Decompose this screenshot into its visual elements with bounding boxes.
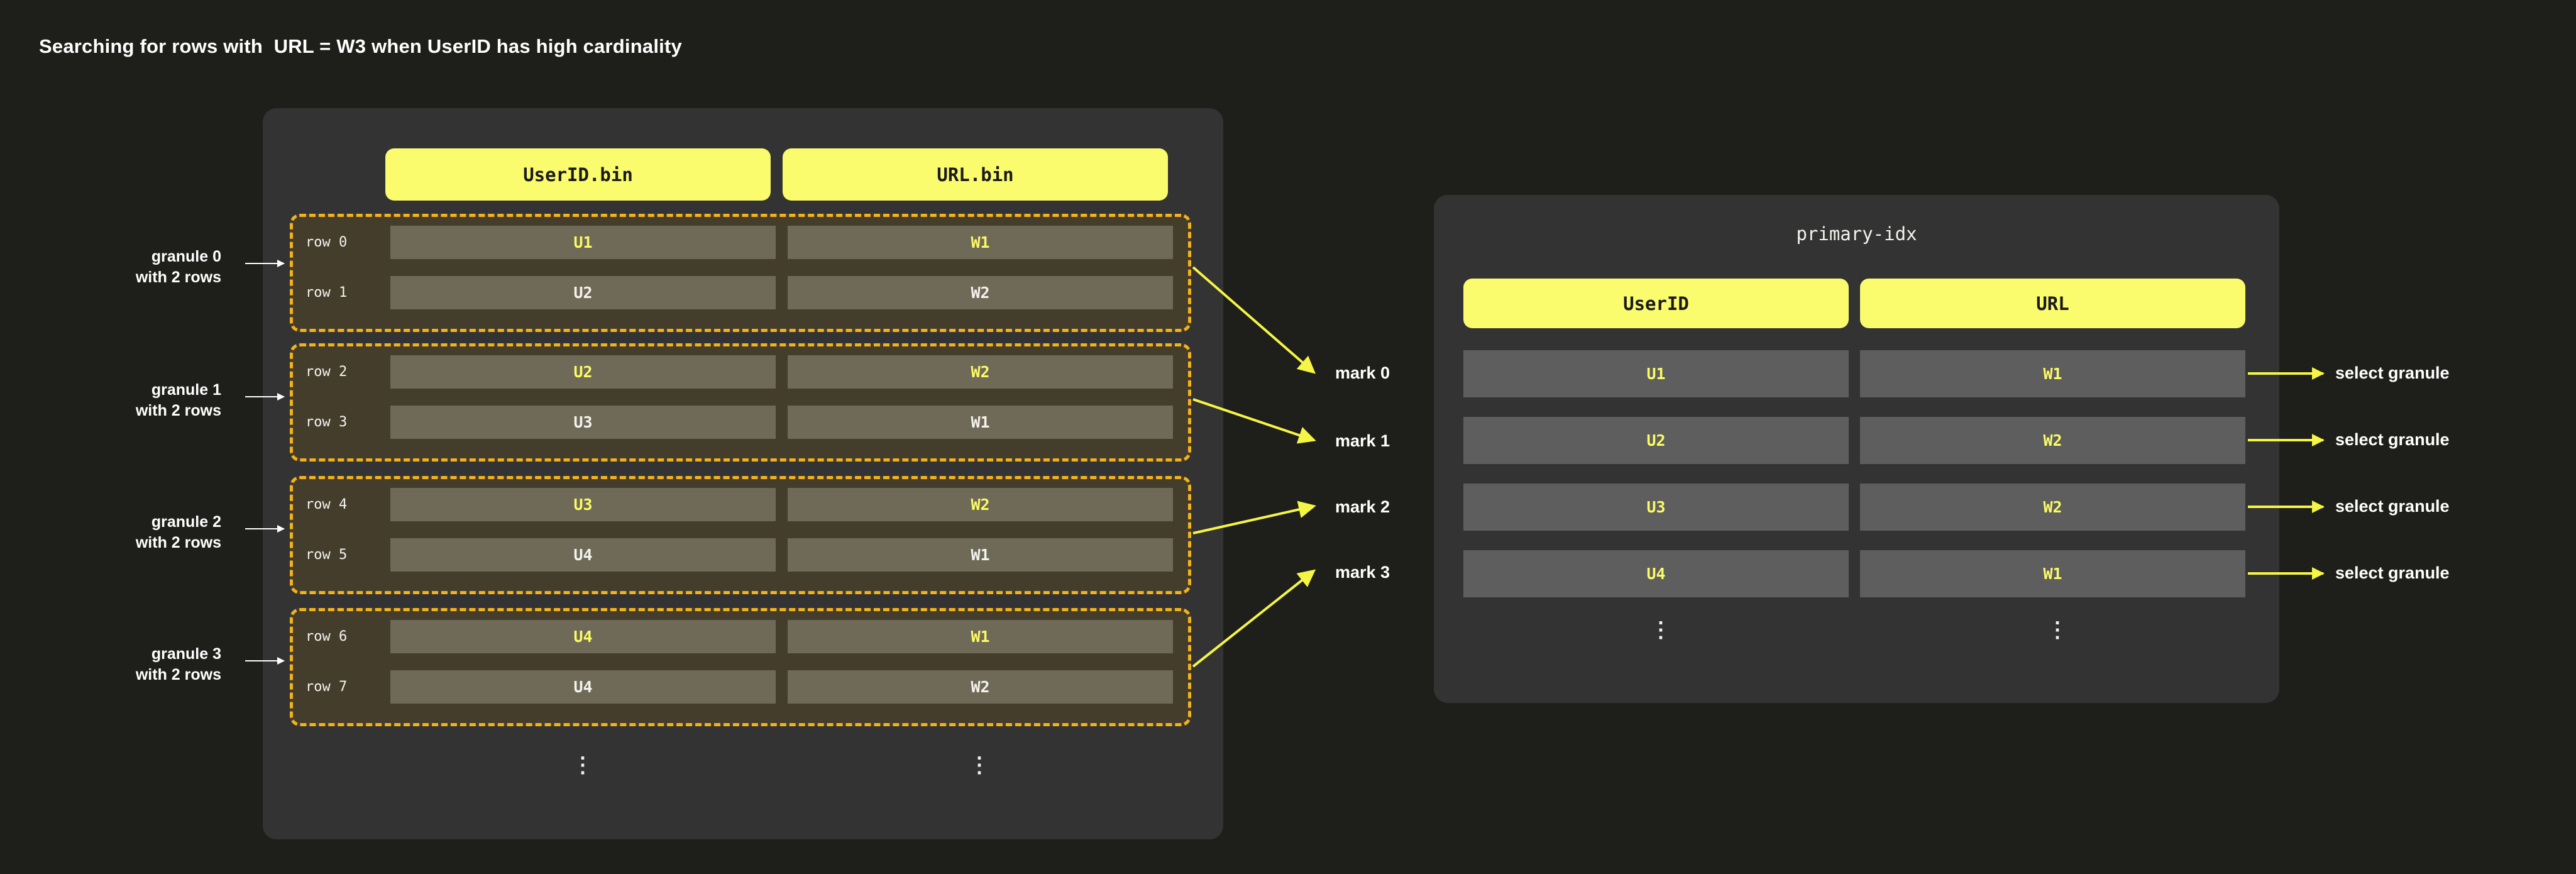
cell-url: W2	[788, 355, 1173, 389]
granule-box-3[interactable]: row 6 U4 W1 row 7 U4 W2	[290, 608, 1191, 726]
index-column-header-url: URL	[1860, 279, 2245, 328]
row-label: row 1	[305, 285, 348, 301]
cell-userid: U1	[390, 226, 776, 259]
ellipsis-url-bin: ⋮	[969, 753, 990, 777]
table-row: row 4 U3 W2	[293, 488, 1188, 521]
granule-box-2[interactable]: row 4 U3 W2 row 5 U4 W1	[290, 476, 1191, 594]
row-label: row 0	[305, 235, 348, 250]
select-granule-pointer-0	[2248, 367, 2325, 380]
column-header-url-bin: URL.bin	[783, 148, 1168, 201]
table-row: row 7 U4 W2	[293, 670, 1188, 704]
index-cell-url: W2	[1860, 417, 2245, 464]
table-row: row 6 U4 W1	[293, 620, 1188, 653]
select-granule-label-2: select granule	[2335, 497, 2450, 516]
cell-userid: U2	[390, 355, 776, 389]
cell-url: W2	[788, 670, 1173, 704]
column-header-userid-bin: UserID.bin	[385, 148, 771, 201]
mark-label-1: mark 1	[1335, 431, 1390, 450]
row-label: row 4	[305, 497, 348, 512]
granule-pointer-1	[245, 393, 285, 401]
ellipsis-userid-bin: ⋮	[572, 753, 593, 777]
select-granule-pointer-1	[2248, 434, 2325, 446]
granule-pointer-3	[245, 657, 285, 665]
index-cell-userid: U1	[1463, 350, 1849, 397]
page-title: Searching for rows with URL = W3 when Us…	[39, 35, 682, 57]
cell-url: W2	[788, 488, 1173, 521]
granule-pointer-2	[245, 525, 285, 533]
table-row: row 3 U3 W1	[293, 406, 1188, 439]
cell-userid: U4	[390, 670, 776, 704]
row-label: row 7	[305, 679, 348, 695]
granule-box-1[interactable]: row 2 U2 W2 row 3 U3 W1	[290, 343, 1191, 462]
mark-label-2: mark 2	[1335, 497, 1390, 516]
table-row: row 2 U2 W2	[293, 355, 1188, 389]
primary-index-title: primary-idx	[1796, 223, 1917, 245]
select-granule-pointer-3	[2248, 567, 2325, 580]
cell-userid: U3	[390, 488, 776, 521]
index-column-header-userid: UserID	[1463, 279, 1849, 328]
cell-url: W1	[788, 226, 1173, 259]
select-granule-label-3: select granule	[2335, 563, 2450, 582]
cell-userid: U4	[390, 620, 776, 653]
cell-url: W2	[788, 276, 1173, 309]
row-label: row 2	[305, 364, 348, 380]
mark-label-3: mark 3	[1335, 563, 1390, 582]
ellipsis-index-userid: ⋮	[1650, 618, 1671, 642]
cell-url: W1	[788, 406, 1173, 439]
index-cell-userid: U4	[1463, 550, 1849, 597]
cell-userid: U3	[390, 406, 776, 439]
select-granule-label-1: select granule	[2335, 430, 2450, 449]
index-cell-url: W1	[1860, 350, 2245, 397]
index-cell-userid: U2	[1463, 417, 1849, 464]
index-cell-userid: U3	[1463, 484, 1849, 531]
index-cell-url: W1	[1860, 550, 2245, 597]
cell-url: W1	[788, 620, 1173, 653]
cell-url: W1	[788, 538, 1173, 572]
table-row: row 5 U4 W1	[293, 538, 1188, 572]
cell-userid: U4	[390, 538, 776, 572]
ellipsis-index-url: ⋮	[2047, 618, 2068, 642]
mark-label-0: mark 0	[1335, 363, 1390, 382]
table-row: row 1 U2 W2	[293, 276, 1188, 309]
select-granule-label-0: select granule	[2335, 363, 2450, 382]
index-cell-url: W2	[1860, 484, 2245, 531]
granule-box-0[interactable]: row 0 U1 W1 row 1 U2 W2	[290, 214, 1191, 332]
row-label: row 3	[305, 414, 348, 430]
row-label: row 6	[305, 629, 348, 644]
table-row: row 0 U1 W1	[293, 226, 1188, 259]
row-label: row 5	[305, 547, 348, 563]
cell-userid: U2	[390, 276, 776, 309]
granule-pointer-0	[245, 260, 285, 267]
select-granule-pointer-2	[2248, 501, 2325, 513]
